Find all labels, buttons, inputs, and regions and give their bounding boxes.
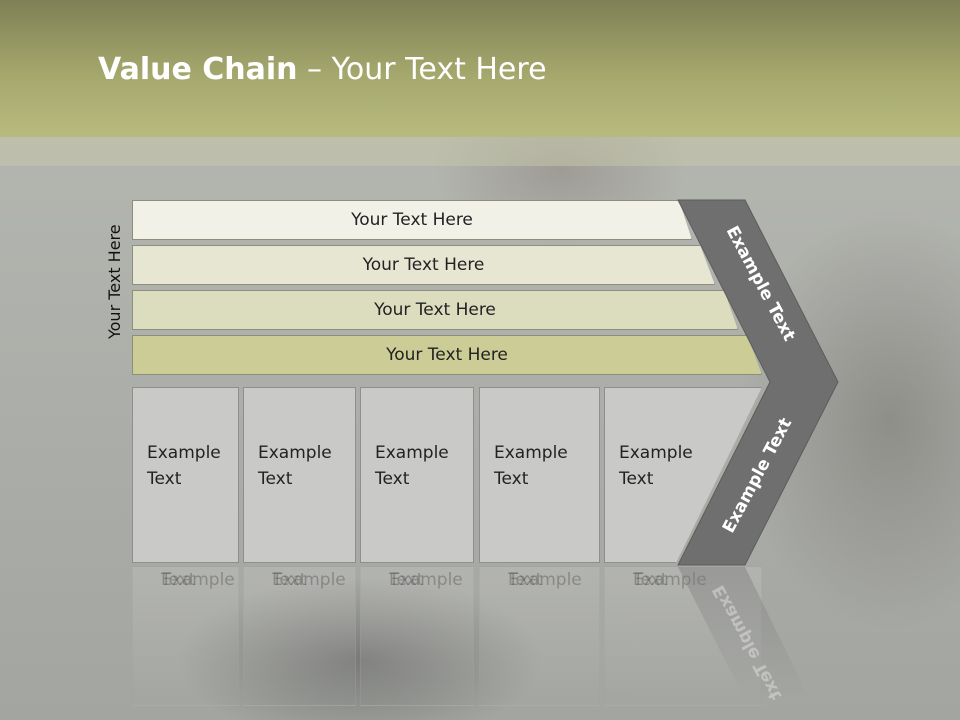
title-band bbox=[0, 0, 960, 137]
support-bar-2: Your Text Here bbox=[132, 245, 715, 285]
support-bar-3: Your Text Here bbox=[132, 290, 738, 330]
title-band-strip bbox=[0, 137, 960, 166]
chevron-reflection bbox=[678, 567, 810, 700]
chevron-shape bbox=[677, 199, 839, 566]
support-bar-4: Your Text Here bbox=[132, 335, 762, 375]
slide-title: Value Chain – Your Text Here bbox=[98, 52, 547, 87]
support-bar-1: Your Text Here bbox=[132, 200, 692, 240]
